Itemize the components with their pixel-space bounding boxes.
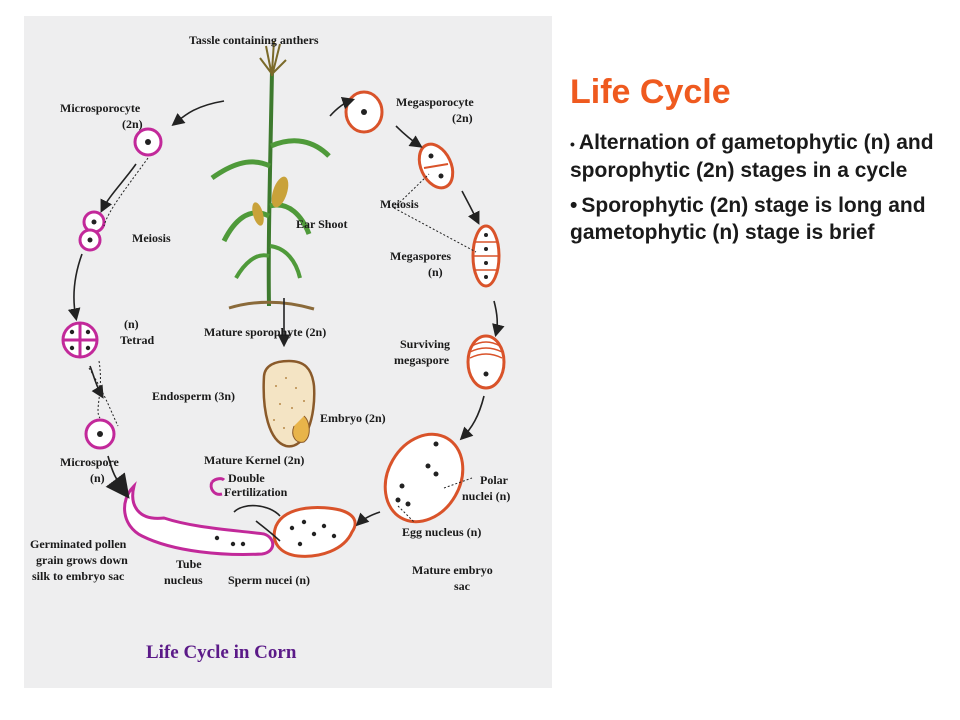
label-megasporocyte-ploidy: (2n) [452,111,473,125]
label-embryo: Embryo (2n) [320,411,386,425]
label-polar-nuclei: nuclei (n) [462,489,510,503]
label-meiosis-right: Meiosis [380,197,419,211]
label-mature-sporophyte: Mature sporophyte (2n) [204,325,326,339]
mature-embryo-sac [383,432,465,524]
label-germinated-3: silk to embryo sac [32,569,125,583]
label-megasporocyte: Megasporocyte [396,95,474,109]
label-microsporocyte-ploidy: (2n) [122,117,143,131]
label-megaspores-ploidy: (n) [428,265,443,279]
bullet-dot: • [570,136,575,153]
tetrad-cell [61,321,99,359]
text-panel: Life Cycle •Alternation of gametophytic … [570,73,940,255]
corn-plant-illustration [210,40,331,311]
label-ear-shoot: Ear Shoot [296,217,347,231]
label-microspore: Microspore [60,455,120,469]
diagram-caption: Life Cycle in Corn [146,642,297,663]
label-mature-kernel: Mature Kernel (2n) [204,453,304,467]
panel-title: Life Cycle [570,73,731,111]
label-megaspore: megaspore [394,353,450,367]
label-surviving: Surviving [400,337,450,351]
label-meiosis-left: Meiosis [132,231,171,245]
germinated-pollen-tube [123,481,275,556]
label-endosperm: Endosperm (3n) [152,389,235,403]
bullet-text: Alternation of gametophytic (n) and spor… [570,131,934,182]
label-tube-nucleus: nucleus [164,573,203,587]
label-sperm: Sperm nucei (n) [228,573,310,587]
megaspores-cells [471,224,501,288]
label-fertilization: Fertilization [224,485,288,499]
mature-kernel-illustration [262,359,316,448]
bullet-text: Sporophytic (2n) stage is long and gamet… [570,193,926,245]
label-double: Double [228,471,265,485]
label-mature-embryo: Mature embryo [412,563,493,577]
label-egg-nucleus: Egg nucleus (n) [402,525,481,539]
label-germinated-2: grain grows down [36,553,128,567]
label-embryo-sac: sac [454,579,471,593]
label-microspore-ploidy: (n) [90,471,105,485]
label-tube: Tube [176,557,202,571]
meiosis-dyad [78,210,106,252]
label-microsporocyte: Microsporocyte [60,101,141,115]
bullet-item: •Sporophytic (2n) stage is long and game… [570,192,940,247]
meiosis-dyad-megaspore [417,142,455,190]
life-cycle-diagram: Tassle containing anthers Microsporocyte… [24,16,552,688]
fertilized-embryo-sac [272,505,357,558]
double-fertilization-symbol [209,477,226,496]
label-germinated-1: Germinated pollen [30,537,127,551]
label-tetrad: Tetrad [120,333,155,347]
label-polar: Polar [480,473,509,487]
surviving-megaspore-cell [466,334,506,390]
label-tassle: Tassle containing anthers [189,33,319,47]
label-tetrad-ploidy: (n) [124,317,139,331]
bullet-item: •Alternation of gametophytic (n) and spo… [570,129,940,184]
bullet-dot: • [570,193,578,217]
label-megaspores: Megaspores [390,249,451,263]
